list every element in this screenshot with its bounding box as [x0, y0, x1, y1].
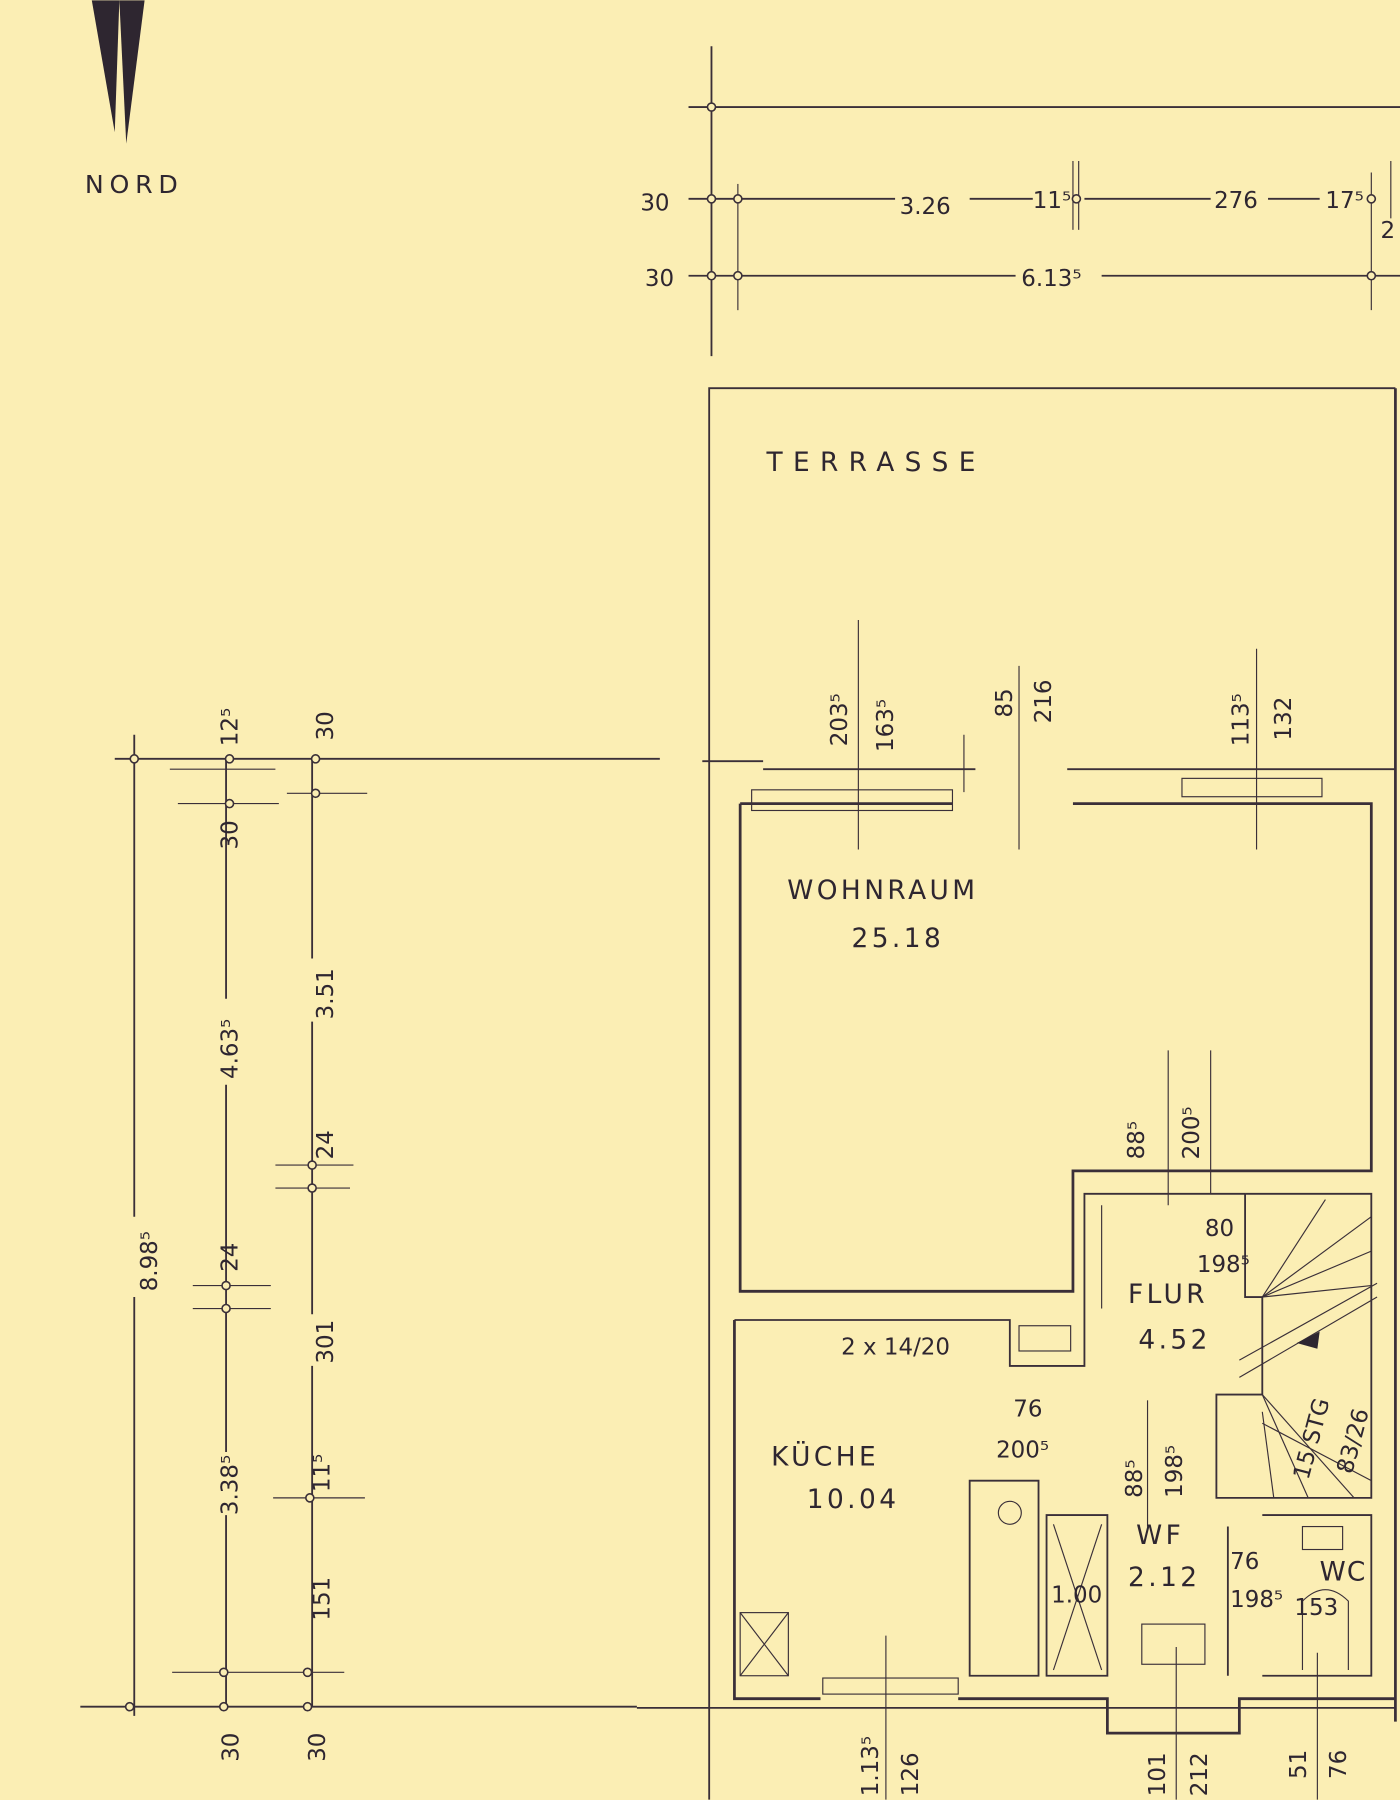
dim-label: 301 — [313, 1320, 339, 1364]
dim-label: 8.98⁵ — [137, 1231, 163, 1291]
north-arrow-icon — [91, 0, 145, 144]
dim-label: 216 — [1031, 679, 1057, 723]
room-area-kueche: 10.04 — [807, 1485, 900, 1515]
dim-label: 76 — [1013, 1396, 1042, 1422]
dim-label: 30 — [218, 820, 244, 849]
dim-label: 101 — [1145, 1752, 1171, 1796]
dim-label: 2 — [1380, 218, 1395, 244]
dim-label: 30 — [305, 1733, 331, 1762]
dim-label: 276 — [1214, 188, 1258, 214]
dim-label: 198⁵ — [1197, 1252, 1250, 1278]
dim-label: 30 — [313, 711, 339, 740]
dim-label: 151 — [309, 1577, 335, 1621]
room-label-wc: WC — [1320, 1557, 1367, 1587]
dim-label: 30 — [640, 190, 669, 216]
dim-label: 198⁵ — [1162, 1445, 1188, 1498]
dim-label: 30 — [219, 1733, 245, 1762]
room-area-wf: 2.12 — [1128, 1563, 1201, 1593]
dim-label: 3.26 — [900, 194, 951, 220]
dim-label: 113⁵ — [1229, 693, 1255, 746]
dim-label: 12⁵ — [218, 708, 244, 746]
dim-label: 4.63⁵ — [218, 1019, 244, 1079]
north-label: NORD — [85, 170, 184, 199]
dim-label: 200⁵ — [996, 1438, 1049, 1464]
dim-label: 203⁵ — [827, 693, 853, 746]
dim-label: 1.13⁵ — [858, 1736, 884, 1796]
dim-label: 76 — [1230, 1549, 1259, 1575]
dim-label: 3.51 — [313, 968, 339, 1019]
dim-label: 200⁵ — [1179, 1106, 1205, 1159]
dim-label: 17⁵ — [1325, 188, 1363, 214]
room-label-terrasse: TERRASSE — [766, 448, 986, 478]
top-dimensions — [688, 46, 1400, 357]
dim-label: 212 — [1187, 1752, 1213, 1796]
dim-label: 88⁵ — [1124, 1121, 1150, 1159]
room-area-flur: 4.52 — [1138, 1326, 1211, 1356]
dim-label: 3.38⁵ — [218, 1455, 244, 1515]
dim-label: 11⁵ — [1033, 188, 1071, 214]
dim-label: 83/26 — [1332, 1406, 1374, 1477]
dim-label: 11⁵ — [309, 1454, 335, 1492]
window-dimension-lines — [857, 620, 1318, 1800]
dim-label: 80 — [1205, 1216, 1234, 1242]
dim-label: 1.00 — [1051, 1582, 1102, 1608]
room-label-wf: WF — [1136, 1521, 1184, 1551]
dim-label: 163⁵ — [873, 699, 899, 752]
walls — [636, 387, 1397, 1800]
dim-label: 76 — [1326, 1750, 1352, 1779]
room-area-wohnraum: 25.18 — [851, 924, 944, 954]
dim-label: 198⁵ — [1230, 1587, 1283, 1613]
dim-label: 132 — [1271, 697, 1297, 741]
dim-label: 2 x 14/20 — [841, 1334, 950, 1360]
dim-label: 153 — [1294, 1595, 1338, 1621]
dim-label: 88⁵ — [1122, 1459, 1148, 1497]
dim-label: 126 — [898, 1752, 924, 1796]
stair-icon — [1239, 1199, 1378, 1499]
dim-label: 24 — [313, 1130, 339, 1159]
dim-label: 6.13⁵ — [1021, 266, 1081, 292]
room-label-wohnraum: WOHNRAUM — [787, 876, 978, 906]
left-dimension-lines — [80, 734, 660, 1716]
room-label-flur: FLUR — [1128, 1280, 1208, 1310]
dim-label: 24 — [218, 1243, 244, 1272]
dim-label: 51 — [1286, 1750, 1312, 1779]
room-label-kueche: KÜCHE — [771, 1441, 879, 1473]
dim-label: 30 — [645, 266, 674, 292]
dim-label: 85 — [992, 688, 1018, 717]
